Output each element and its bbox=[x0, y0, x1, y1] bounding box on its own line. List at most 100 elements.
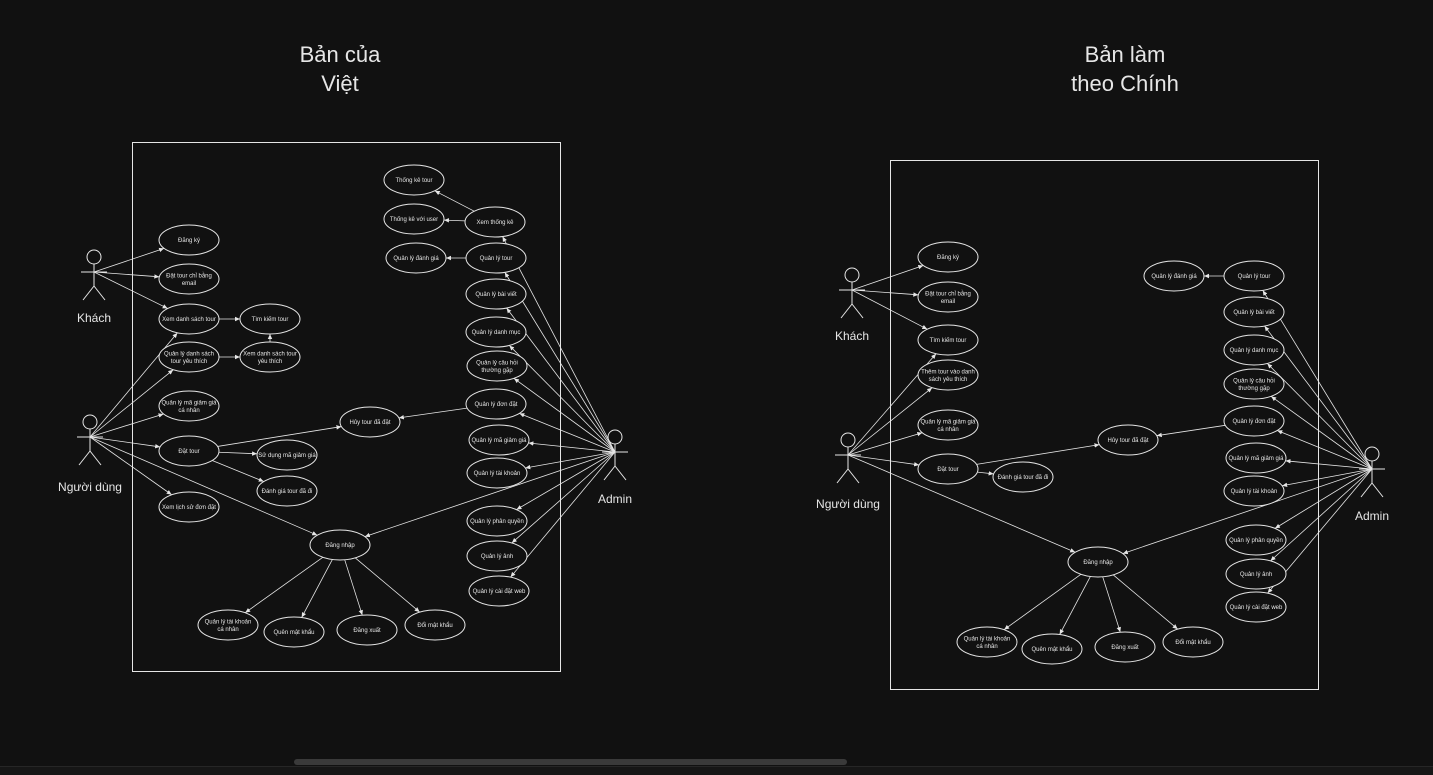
use-case-ellipse bbox=[956, 626, 1018, 658]
use-case-dangky[interactable]: Đăng ký bbox=[917, 241, 979, 273]
use-case-ellipse bbox=[158, 263, 220, 295]
association-arrow bbox=[504, 272, 616, 453]
use-case-huytour[interactable]: Hủy tour đã đặt bbox=[339, 406, 401, 438]
use-case-label: thường gặp bbox=[481, 368, 513, 374]
use-case-dattourbangemail[interactable]: Đặt tour chỉ bằng email bbox=[158, 263, 220, 295]
use-case-quanlytour[interactable]: Quản lý tour bbox=[1223, 260, 1285, 292]
use-case-quanlymagiamgia[interactable]: Quản lý mã giảm giá bbox=[468, 424, 530, 456]
use-case-quanlyanh[interactable]: Quản lý ảnh bbox=[466, 540, 528, 572]
use-case-dangky[interactable]: Đăng ký bbox=[158, 224, 220, 256]
nguoidung-actor[interactable]: Người dùng bbox=[816, 432, 880, 511]
use-case-doimatkhau[interactable]: Đổi mật khẩu bbox=[404, 609, 466, 641]
khach-actor[interactable]: Khách bbox=[77, 249, 111, 325]
association-arrow bbox=[301, 559, 333, 618]
association-arrow bbox=[89, 436, 172, 496]
use-case-timkiemtour[interactable]: Tìm kiếm tour bbox=[239, 303, 301, 335]
use-case-thongkeuser[interactable]: Thống kê với user bbox=[383, 203, 445, 235]
actor-head bbox=[82, 414, 98, 430]
use-case-quanlybaiviet[interactable]: Quản lý bài viết bbox=[465, 278, 527, 310]
use-case-ellipse bbox=[158, 491, 220, 523]
use-case-huytour[interactable]: Hủy tour đã đặt bbox=[1097, 424, 1159, 456]
use-case-quanlytaikhoan[interactable]: Quản lý tài khoản bbox=[466, 457, 528, 489]
use-case-quanlydanhmuc[interactable]: Quản lý danh mục bbox=[465, 316, 527, 348]
use-case-quanlymagiamgia[interactable]: Quản lý mã giảm giá bbox=[1225, 442, 1287, 474]
use-case-quanlytaikhoan[interactable]: Quản lý tài khoản bbox=[1223, 475, 1285, 507]
nguoidung-actor[interactable]: Người dùng bbox=[58, 414, 122, 494]
use-case-quanlybaiviet[interactable]: Quản lý bài viết bbox=[1223, 296, 1285, 328]
khach-actor[interactable]: Khách bbox=[835, 267, 869, 343]
use-case-label: Đăng nhập bbox=[325, 543, 355, 549]
use-case-dangxuat[interactable]: Đăng xuất bbox=[336, 614, 398, 646]
association-arrow bbox=[502, 236, 616, 453]
use-case-ellipse bbox=[158, 224, 220, 256]
use-case-danhgiatour[interactable]: Đánh giá tour đã đi bbox=[256, 475, 318, 507]
use-case-label: Đặt tour chỉ bằng bbox=[166, 272, 212, 279]
use-case-danhgiatour[interactable]: Đánh giá tour đã đi bbox=[992, 461, 1054, 493]
use-case-sudungmagiamgia[interactable]: Sử dụng mã giảm giá bbox=[256, 439, 318, 471]
use-case-xemdanhsachtour[interactable]: Xem danh sách tour bbox=[158, 303, 220, 335]
use-case-ellipse bbox=[917, 241, 979, 273]
associations bbox=[89, 190, 616, 618]
association-arrow bbox=[1285, 459, 1373, 470]
use-case-quanlydanhgia[interactable]: Quản lý đánh giá bbox=[385, 242, 447, 274]
use-case-xemlichsu[interactable]: Xem lịch sử đơn đặt bbox=[158, 491, 220, 523]
admin-actor[interactable]: Admin bbox=[1355, 446, 1389, 523]
use-case-label: Quản lý đơn đặt bbox=[1233, 419, 1276, 425]
use-case-label: Đăng ký bbox=[937, 255, 959, 261]
actor-head bbox=[844, 267, 860, 283]
actor-leg bbox=[82, 285, 95, 301]
use-case-quanlyphanquyen[interactable]: Quản lý phân quyền bbox=[1225, 524, 1287, 556]
use-case-quanlyanh[interactable]: Quản lý ảnh bbox=[1225, 558, 1287, 590]
use-case-label: cá nhân bbox=[217, 627, 238, 633]
use-case-label: email bbox=[182, 281, 196, 287]
use-case-quanlydanhmuc[interactable]: Quản lý danh mục bbox=[1223, 334, 1285, 366]
actor-leg bbox=[603, 465, 616, 481]
use-case-label: Đăng nhập bbox=[1083, 560, 1113, 566]
use-case-quenmatkhau[interactable]: Quên mật khẩu bbox=[1021, 633, 1083, 665]
use-case-ellipse bbox=[468, 424, 530, 456]
use-case-thongketour[interactable]: Thống kê tour bbox=[383, 164, 445, 196]
use-case-ellipse bbox=[466, 350, 528, 382]
association-arrow bbox=[93, 247, 165, 273]
use-case-doimatkhau[interactable]: Đổi mật khẩu bbox=[1162, 626, 1224, 658]
use-case-quanlydanhgia[interactable]: Quản lý đánh giá bbox=[1143, 260, 1205, 292]
association-arrow bbox=[1003, 574, 1082, 630]
use-case-dattour[interactable]: Đặt tour bbox=[917, 453, 979, 485]
actor-head bbox=[86, 249, 102, 265]
actor-leg bbox=[1360, 482, 1373, 498]
association-arrow bbox=[1270, 395, 1373, 470]
use-case-xemthongke[interactable]: Xem thống kê bbox=[464, 206, 526, 238]
use-case-ellipse bbox=[256, 475, 318, 507]
use-case-ellipse bbox=[466, 505, 528, 537]
use-case-dattour[interactable]: Đặt tour bbox=[158, 435, 220, 467]
use-case-quanlydondat[interactable]: Quản lý đơn đặt bbox=[465, 388, 527, 420]
horizontal-scrollbar-track[interactable] bbox=[0, 766, 1433, 775]
use-case-quanlycaidatweb[interactable]: Quản lý cài đặt web bbox=[468, 575, 530, 607]
admin-actor[interactable]: Admin bbox=[598, 429, 632, 506]
use-case-dangnhap[interactable]: Đăng nhập bbox=[309, 529, 371, 561]
use-case-timkiemtour[interactable]: Tìm kiếm tour bbox=[917, 324, 979, 356]
use-case-label: cá nhân bbox=[937, 427, 958, 433]
use-case-dangnhap[interactable]: Đăng nhập bbox=[1067, 546, 1129, 578]
use-case-quenmatkhau[interactable]: Quên mật khẩu bbox=[263, 616, 325, 648]
use-case-label: Quản lý ảnh bbox=[1240, 572, 1272, 578]
use-case-dangxuat[interactable]: Đăng xuất bbox=[1094, 631, 1156, 663]
use-case-quanlytour[interactable]: Quản lý tour bbox=[465, 242, 527, 274]
association-arrow bbox=[519, 413, 616, 453]
use-case-quanlycaidatweb[interactable]: Quản lý cài đặt web bbox=[1225, 591, 1287, 623]
use-case-quanlyphanquyen[interactable]: Quản lý phân quyền bbox=[466, 505, 528, 537]
use-case-quanlydondat[interactable]: Quản lý đơn đặt bbox=[1223, 405, 1285, 437]
use-case-label: Quản lý đánh giá bbox=[1151, 274, 1197, 280]
horizontal-scrollbar-thumb[interactable] bbox=[294, 759, 847, 765]
